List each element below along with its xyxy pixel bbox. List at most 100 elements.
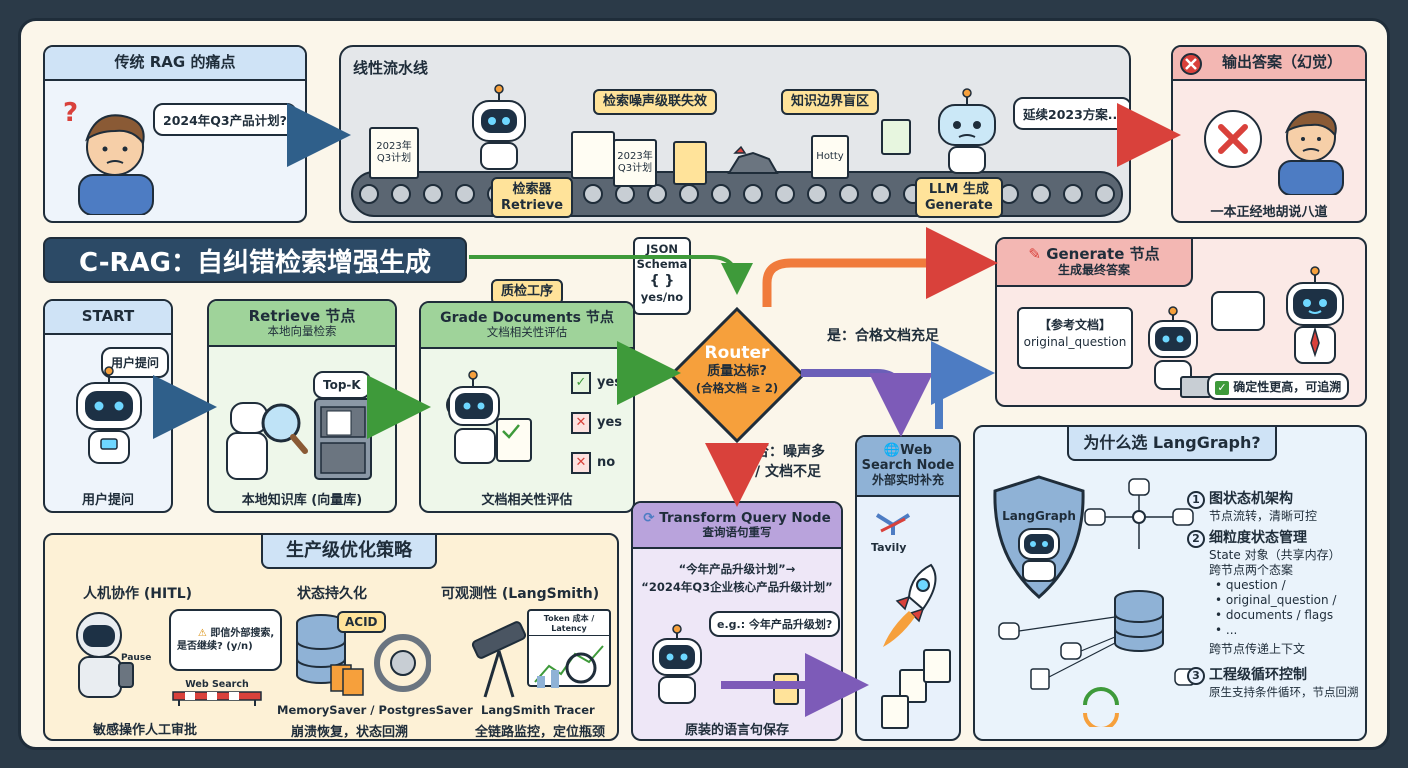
generate-subtitle: 生成最终答案 (1057, 263, 1130, 277)
svg-text:?: ? (63, 98, 78, 128)
grade-caption: 文档相关性评估 (481, 493, 573, 508)
pain-panel: 传统 RAG 的痛点 ? 2024年Q3产品计划? (43, 45, 307, 223)
conveyor-roller (775, 184, 795, 204)
observe-title: 可观测性 (LangSmith) (441, 586, 600, 602)
arrow-websearch-to-generate (931, 341, 995, 429)
observe-tracer: LangSmith Tracer (481, 703, 595, 717)
generate-check-bubble: ✓ 确定性更高，可追溯 (1207, 373, 1350, 400)
conveyor-roller (679, 184, 699, 204)
retrieve-subtitle: 本地向量检索 (267, 324, 337, 339)
rocket-icon (883, 563, 937, 647)
rewritten-doc (773, 673, 799, 705)
arrow-router-to-generate (762, 227, 998, 307)
grade-header: Grade Documents 节点 文档相关性评估 (421, 303, 633, 349)
conveyor-roller (423, 184, 443, 204)
point3-desc: 原生支持条件循环，节点回溯 (1209, 685, 1359, 699)
doc-2023-mid: 2023年 Q3计划 (613, 139, 657, 187)
transform-subtitle: 查询语句重写 (702, 525, 772, 540)
retriever-robot-icon (472, 84, 526, 170)
conveyor-roller (583, 184, 603, 204)
router-condition: (合格文档 ≥ 2) (695, 380, 779, 395)
hitl-bubble-text: 即信外部搜索, 是否继续? (y/n) (177, 628, 275, 652)
grade-result-2: yes (597, 414, 623, 430)
json-schema-yesno: yes/no (640, 290, 684, 305)
start-node: START 用户提问 用户提问 (43, 299, 173, 513)
web-search-barrier: Web Search (169, 679, 265, 706)
start-robot-icon (76, 366, 142, 464)
websearch-header: 🌐Web Search Node 外部实时补充 (857, 437, 959, 497)
transform-node: ⟳ Transform Query Node 查询语句重写 “今年产品升级计划”… (631, 501, 843, 741)
production-title: 生产级优化策略 (286, 540, 412, 561)
telescope-icon (471, 621, 527, 698)
noise-failure-tag: 检索噪声级联失效 (593, 89, 718, 115)
cross-icon: ✕ (571, 412, 591, 434)
router-title: Router (704, 343, 770, 363)
hitl-caption: 敏感操作人工审批 (93, 723, 198, 738)
json-schema-card: JSON Schema { } yes/no (633, 237, 691, 315)
reference-doc-field: original_question (1023, 334, 1127, 349)
state-field-1: question / (1225, 578, 1286, 592)
reference-doc-card: 【参考文档】 original_question (1017, 307, 1133, 369)
conveyor-roller (1031, 184, 1051, 204)
generate-title: Generate 节点 (1046, 245, 1160, 263)
router-diamond: Router 质量达标? (合格文档 ≥ 2) (667, 305, 807, 445)
state-field-4: ... (1225, 623, 1238, 637)
production-panel: 生产级优化策略 人机协作 (HITL) 状态持久化 可观测性 (LangSmit… (43, 533, 619, 741)
crag-banner-title: C-RAG：自纠错检索增强生成 (79, 247, 431, 278)
web-doc-3 (923, 649, 951, 683)
generate-blank-bubble (1211, 291, 1265, 331)
doc-hotty: Hotty (811, 135, 849, 179)
generate-label: LLM 生成 Generate (915, 177, 1003, 219)
conveyor-roller (391, 184, 411, 204)
check-icon: ✓ (571, 372, 591, 394)
doc-2023-left: 2023年 Q3计划 (369, 127, 419, 179)
hitl-pause: Pause (121, 653, 152, 663)
rewriter-robot-icon (652, 624, 702, 704)
state-graph-icon (1084, 478, 1194, 549)
arrow-router-to-websearch (801, 369, 933, 437)
conveyor-roller (1063, 184, 1083, 204)
router-yes-label: 是：合格文档充足 (827, 328, 939, 344)
retrieve-header: Retrieve 节点 本地向量检索 (209, 301, 395, 347)
acid-tag: ACID (337, 611, 386, 634)
retrieve-node: Retrieve 节点 本地向量检索 Top-K 本地知识库 (向量库) (207, 299, 397, 513)
generate-node: ✎ Generate 节点 生成最终答案 【参考文档】 original_que… (995, 237, 1367, 407)
observe-screen-label: Token 成本 / Latency (529, 611, 609, 636)
pencil-icon: ✎ (1028, 245, 1041, 263)
web-doc-2 (881, 695, 909, 729)
grade-subtitle: 文档相关性评估 (486, 325, 568, 340)
writer-robot-icon (1148, 306, 1212, 398)
grade-node: Grade Documents 节点 文档相关性评估 ✓ yes ✕ yes (419, 301, 635, 513)
persist-caption: 崩溃恢复，状态回溯 (291, 725, 409, 740)
conveyor-roller (359, 184, 379, 204)
error-icon (1180, 53, 1202, 75)
hitl-barrier-label: Web Search (185, 679, 249, 690)
conveyor-roller (871, 184, 891, 204)
number-2-icon: 2 (1187, 530, 1205, 548)
number-3-icon: 3 (1187, 667, 1205, 685)
point2-tail: 跨节点传递上下文 (1209, 642, 1306, 656)
start-caption: 用户提问 (81, 493, 134, 508)
conveyor-roller (839, 184, 859, 204)
knowledge-boundary-tag: 知识边界盲区 (781, 89, 880, 115)
output-title: 输出答案（幻觉） (1173, 47, 1365, 81)
rewrite-to: “2024年Q3企业核心产品升级计划” (641, 580, 833, 594)
conveyor-roller (743, 184, 763, 204)
point3-title: 工程级循环控制 (1209, 667, 1307, 683)
check-box-icon: ✓ (1215, 381, 1229, 395)
grader-robot-icon (446, 370, 532, 464)
doc-generic-1 (571, 131, 615, 179)
generate-check-text: 确定性更高，可追溯 (1233, 380, 1342, 394)
persist-title: 状态持久化 (297, 586, 367, 602)
start-title: START (45, 301, 171, 335)
conveyor-roller (455, 184, 475, 204)
hitl-bubble: ⚠ 即信外部搜索, 是否继续? (y/n) (169, 609, 283, 671)
point1-desc: 节点流转，清晰可控 (1209, 509, 1318, 523)
rubble-icon (727, 145, 779, 174)
observe-caption: 全链路监控，定位瓶颈 (475, 725, 606, 740)
generate-header: ✎ Generate 节点 生成最终答案 (997, 239, 1193, 287)
number-1-icon: 1 (1187, 491, 1205, 509)
tavily-logo-icon (875, 513, 911, 535)
persist-saver: MemorySaver / PostgresSaver (277, 703, 473, 717)
transform-example: e.g.: 今年产品升级划? (709, 611, 841, 637)
